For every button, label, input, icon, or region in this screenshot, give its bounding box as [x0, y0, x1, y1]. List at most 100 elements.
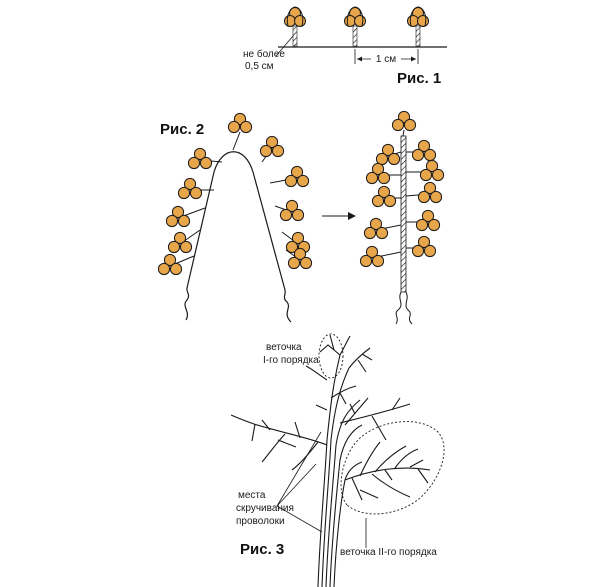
bead [417, 235, 431, 249]
bead [165, 214, 179, 228]
twist-label-line2: скручивания [236, 503, 294, 514]
bead-loop [269, 165, 310, 188]
branch-1-label-order: I-го порядка [263, 355, 319, 366]
bead [163, 253, 177, 267]
bead [419, 168, 433, 182]
bead [381, 143, 395, 157]
bead [383, 194, 397, 208]
bead [294, 15, 306, 27]
bead [417, 139, 431, 153]
bead [365, 171, 379, 185]
bead [417, 15, 429, 27]
wire-arch [184, 151, 292, 323]
bead [187, 156, 201, 170]
wire-loop [286, 6, 304, 27]
bead [291, 231, 305, 245]
left-bead-loops [157, 112, 313, 276]
bead [291, 208, 305, 222]
bead [377, 171, 391, 185]
wire-loop [409, 6, 427, 27]
twisted-branch [395, 135, 413, 325]
bead [429, 190, 443, 204]
bead-loop [406, 159, 445, 182]
bead [259, 144, 273, 158]
bead-loop [406, 139, 437, 162]
bead [427, 218, 441, 232]
bead [403, 118, 417, 132]
twisted-stem [292, 25, 298, 47]
twisted-stem [415, 25, 421, 47]
bead [177, 214, 191, 228]
spacing-label: 1 см [376, 54, 396, 65]
right-bead-loops [359, 110, 445, 268]
bead-loop [167, 229, 201, 254]
transform-arrow [322, 212, 356, 220]
bead-loop [406, 235, 437, 258]
bead [415, 218, 429, 232]
bead-loop [281, 231, 311, 254]
figure-3-title: Рис. 3 [240, 541, 284, 558]
bead [411, 148, 425, 162]
bead [421, 209, 435, 223]
bead [299, 256, 313, 270]
bead-loop [375, 143, 402, 166]
bead [227, 120, 241, 134]
bead [271, 144, 285, 158]
figure-1-title: Рис. 1 [397, 70, 441, 87]
bead-loop-2 [344, 6, 366, 47]
bead-loop [187, 147, 223, 170]
bead [239, 120, 253, 134]
bead [293, 247, 307, 261]
bead [287, 256, 301, 270]
bead-loop-3 [407, 6, 429, 47]
twist-label-line3: проволоки [236, 516, 285, 527]
bead-loop [259, 135, 285, 163]
figure-2-title: Рис. 2 [160, 121, 204, 138]
bead [183, 177, 197, 191]
bead [284, 174, 298, 188]
bead [354, 15, 366, 27]
branch-2-label: веточка II-го порядка [340, 547, 437, 558]
figure-3-labels: веточка I-го порядка места скручивания п… [236, 342, 437, 558]
bead [387, 152, 401, 166]
max-height-label-value: 0,5 см [245, 61, 274, 72]
branch-1-label: веточка [266, 342, 302, 353]
bead-loop [405, 181, 443, 204]
bead-loop [274, 199, 305, 222]
bead [371, 194, 385, 208]
bead [199, 156, 213, 170]
bead [177, 186, 191, 200]
bead [173, 231, 187, 245]
bead-loop [227, 112, 253, 151]
bead [285, 240, 299, 254]
bead [423, 244, 437, 258]
bead [411, 244, 425, 258]
figure-3 [230, 333, 445, 587]
bead [407, 15, 419, 27]
bead [157, 262, 171, 276]
bead-loop [157, 253, 195, 276]
bead [344, 15, 356, 27]
bead [397, 110, 411, 124]
bead-loop [365, 162, 401, 185]
max-height-pointer [275, 35, 294, 57]
figure-2: Рис. 2 [157, 110, 445, 325]
bead [423, 148, 437, 162]
bead [371, 254, 385, 268]
bead [167, 240, 181, 254]
bead [179, 240, 193, 254]
bead [369, 217, 383, 231]
bead-loop [371, 185, 401, 208]
bead-loop [177, 177, 214, 200]
spacing-dimension: 1 см [354, 49, 419, 65]
bead [377, 185, 391, 199]
callout-branch-1 [318, 333, 344, 379]
bead [423, 181, 437, 195]
wire-loop [346, 6, 364, 27]
bead [290, 165, 304, 179]
bead [233, 112, 247, 126]
bead [189, 186, 203, 200]
bead [375, 226, 389, 240]
bead-loop [359, 245, 402, 268]
